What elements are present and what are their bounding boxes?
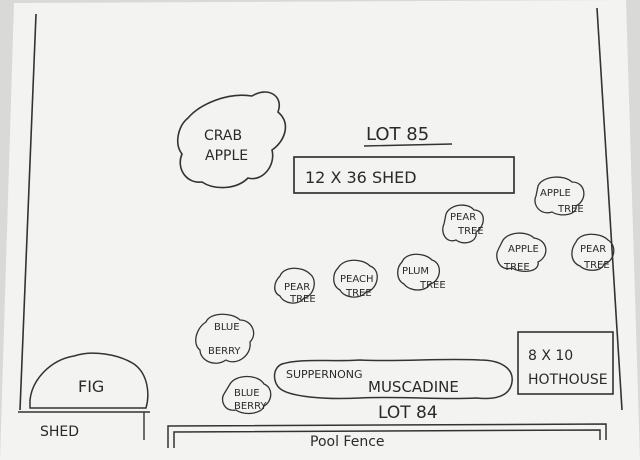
- hothouse-outline: [517, 331, 614, 395]
- tree-label-6a: PEACH: [340, 274, 374, 285]
- lot-84-label: LOT 84: [378, 403, 438, 423]
- tree-label-2b: TREE: [557, 204, 584, 215]
- lot-85-label: LOT 85: [366, 124, 429, 145]
- grape-vine-row-outline: [273, 358, 513, 400]
- tree-canopy-6: [333, 259, 378, 298]
- blueberry-top-label-line2: BERRY: [208, 346, 241, 357]
- tree-label-7b: TREE: [289, 294, 316, 305]
- hothouse-label-line2: HOTHOUSE: [528, 372, 608, 388]
- small-shed-label: SHED: [40, 424, 79, 440]
- tree-label-5a: PLUM: [402, 266, 429, 277]
- tree-canopy-1: [442, 204, 484, 244]
- blueberry-bottom-label-line2: BERRY: [234, 401, 267, 412]
- tree-label-4a: PEAR: [580, 244, 606, 255]
- tree-canopy-7: [274, 267, 315, 304]
- tree-label-3a: APPLE: [508, 244, 539, 255]
- tree-canopy-2: [534, 176, 585, 216]
- tree-label-6b: TREE: [345, 288, 372, 299]
- tree-label-4b: TREE: [583, 260, 610, 271]
- scuppernong-label: SUPPERNONG: [286, 368, 363, 381]
- muscadine-label: MUSCADINE: [368, 378, 459, 396]
- left-boundary-line: [19, 13, 37, 411]
- blueberry-top-label-line1: BLUE: [214, 322, 240, 333]
- large-shed-label: 12 X 36 SHED: [305, 168, 417, 187]
- tree-canopy-4: [571, 233, 615, 271]
- pool-fence-label: Pool Fence: [310, 434, 385, 450]
- fig-bush-outline: [29, 352, 149, 409]
- fig-label: FIG: [78, 377, 104, 396]
- tree-label-7a: PEAR: [284, 282, 310, 293]
- right-boundary-line: [596, 7, 623, 411]
- tree-label-1a: PEAR: [450, 212, 476, 223]
- tree-canopy-5: [397, 253, 440, 291]
- pool-fence-outline: [167, 423, 607, 448]
- crab-apple-label-line1: CRAB: [204, 128, 242, 144]
- tree-label-1b: TREE: [457, 226, 484, 237]
- tree-label-2a: APPLE: [540, 188, 571, 199]
- blueberry-bottom-label-line1: BLUE: [234, 388, 260, 399]
- tree-canopy-3: [496, 232, 547, 273]
- tree-label-5b: TREE: [419, 280, 446, 291]
- crab-apple-label-line2: APPLE: [205, 148, 248, 164]
- tree-label-3b: TREE: [503, 262, 530, 273]
- blueberry-top-outline: [195, 313, 255, 364]
- blueberry-bottom-outline: [221, 375, 272, 415]
- lot-85-underline: [363, 143, 453, 147]
- large-shed-outline: [293, 156, 515, 194]
- tree-cluster: [274, 176, 615, 304]
- hothouse-label-line1: 8 X 10: [528, 348, 573, 364]
- tree-labels: PEAR TREE APPLE TREE APPLE TREE PEAR TRE…: [284, 188, 610, 305]
- crab-apple-tree-outline: [176, 91, 287, 189]
